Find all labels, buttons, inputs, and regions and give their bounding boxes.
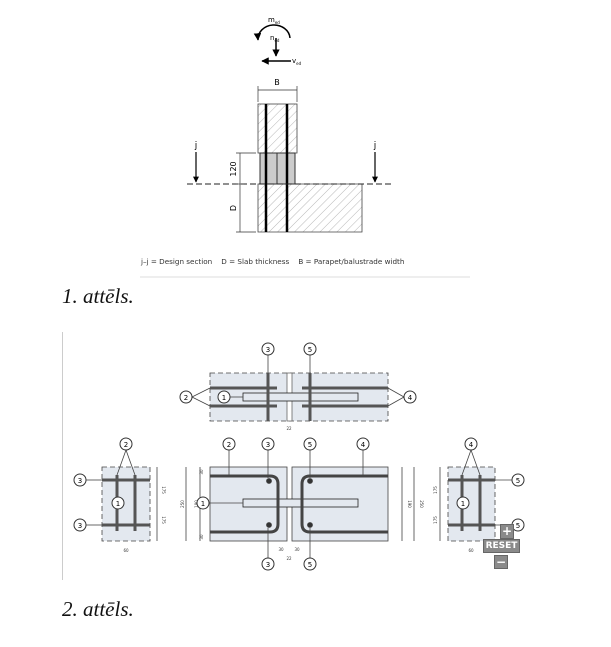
svg-text:2: 2: [124, 441, 128, 449]
figure-2-drawing: [86, 355, 512, 558]
svg-text:175: 175: [161, 486, 166, 494]
svg-text:30: 30: [278, 547, 284, 552]
figure-2-dimension-labels: 250 190 30 30 250 190 175 175 175 175 60…: [123, 426, 474, 561]
svg-text:1: 1: [222, 394, 226, 402]
normal-label: ned: [270, 34, 280, 43]
marker-3: 3: [261, 437, 275, 451]
svg-text:4: 4: [361, 441, 366, 449]
svg-text:3: 3: [266, 346, 270, 354]
marker-3: 3: [73, 518, 87, 532]
svg-text:2: 2: [227, 441, 231, 449]
svg-text:175: 175: [433, 516, 438, 524]
marker-5: 5: [303, 437, 317, 451]
svg-text:60: 60: [123, 548, 129, 553]
svg-text:250: 250: [180, 500, 185, 508]
zoom-out-button[interactable]: −: [494, 555, 508, 569]
reset-button[interactable]: RESET: [483, 539, 520, 553]
marker-4: 4: [464, 437, 478, 451]
marker-1: 1: [217, 390, 231, 404]
marker-1: 1: [196, 496, 210, 510]
svg-text:30: 30: [199, 469, 204, 475]
svg-text:60: 60: [468, 548, 474, 553]
svg-text:4: 4: [408, 394, 413, 402]
marker-2: 2: [222, 437, 236, 451]
marker-5: 5: [511, 473, 525, 487]
svg-text:250: 250: [419, 500, 424, 508]
section-mark-right: j: [373, 141, 377, 151]
svg-text:5: 5: [516, 522, 520, 530]
section-right: [439, 449, 512, 542]
svg-text:190: 190: [407, 500, 412, 508]
svg-text:5: 5: [516, 477, 520, 485]
section-left: [86, 449, 158, 542]
marker-4: 4: [356, 437, 370, 451]
marker-5: 5: [303, 557, 317, 571]
marker-2: 2: [179, 390, 193, 404]
dimensions: [193, 86, 378, 233]
figure-2-frame-border: [62, 332, 63, 580]
figure-1-caption: 1. attēls.: [62, 284, 134, 308]
svg-text:2: 2: [184, 394, 188, 402]
svg-text:22: 22: [286, 426, 292, 431]
svg-text:5: 5: [308, 346, 312, 354]
dim-b: B: [274, 78, 280, 87]
svg-text:3: 3: [266, 441, 270, 449]
dim-120: 120: [229, 161, 238, 176]
moment-label: med: [268, 16, 280, 25]
marker-1: 1: [456, 496, 470, 510]
svg-text:190: 190: [194, 500, 199, 508]
svg-text:3: 3: [266, 561, 270, 569]
marker-2: 2: [119, 437, 133, 451]
marker-5: 5: [303, 342, 317, 356]
wall-slab-section: [187, 103, 392, 233]
svg-text:175: 175: [161, 516, 166, 524]
marker-3: 3: [261, 342, 275, 356]
svg-text:30: 30: [294, 547, 300, 552]
marker-1: 1: [111, 496, 125, 510]
svg-text:1: 1: [461, 500, 465, 508]
figure-2-caption: 2. attēls.: [62, 597, 134, 621]
svg-text:4: 4: [469, 441, 474, 449]
svg-text:1: 1: [116, 500, 120, 508]
force-arrows: med ned ved: [253, 16, 302, 66]
section-mark-left: j: [194, 141, 198, 151]
elevation-view: [185, 450, 415, 558]
svg-text:5: 5: [308, 441, 312, 449]
marker-4: 4: [403, 390, 417, 404]
marker-3: 3: [73, 473, 87, 487]
position-markers: 3 5 2 1 4 2 3 5 4 1 3 5 2 3 3 1 4 5 5 1: [73, 342, 525, 571]
svg-text:175: 175: [433, 486, 438, 494]
svg-text:30: 30: [199, 534, 204, 540]
svg-text:5: 5: [308, 561, 312, 569]
figure-1-legend: j–j = Design section D = Slab thickness …: [140, 257, 404, 266]
svg-text:3: 3: [78, 477, 82, 485]
svg-text:1: 1: [201, 500, 205, 508]
svg-text:22: 22: [286, 556, 292, 561]
marker-3: 3: [261, 557, 275, 571]
zoom-in-button[interactable]: +: [500, 524, 514, 539]
svg-text:3: 3: [78, 522, 82, 530]
plan-view: [191, 355, 405, 422]
shear-label: ved: [292, 57, 302, 66]
dim-d: D: [229, 205, 238, 211]
